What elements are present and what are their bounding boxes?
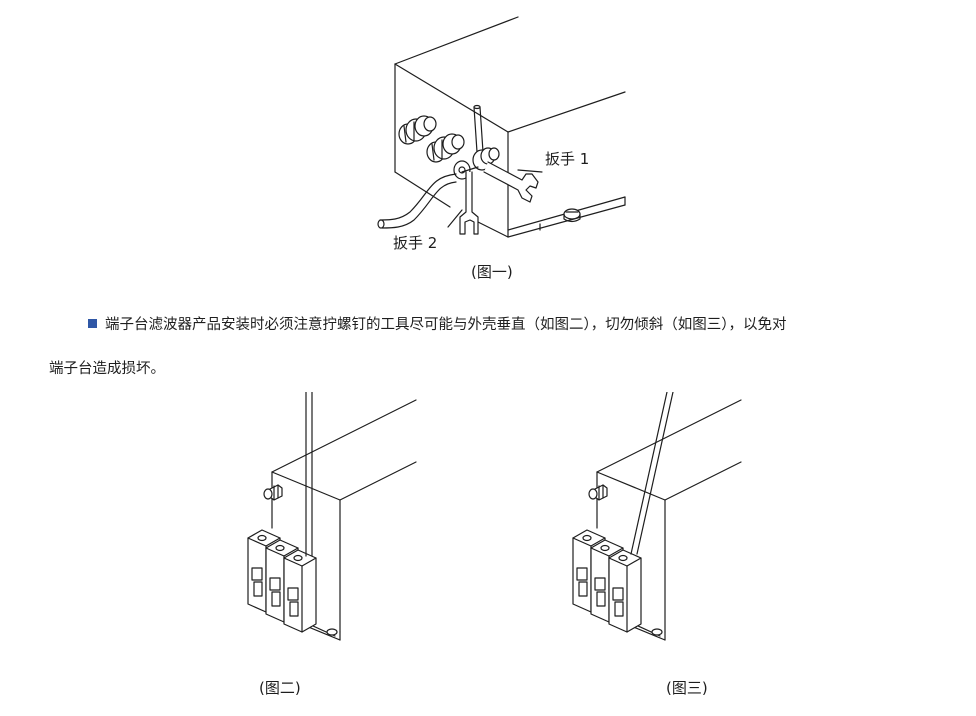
- wrench-2-label: 扳手 2: [393, 234, 438, 252]
- square-bullet-icon: [88, 319, 97, 328]
- figure-2-caption: (图二): [259, 679, 301, 697]
- filter-wrench-illustration: [370, 12, 640, 252]
- terminal-block-tilted-tool-illustration: [565, 392, 745, 644]
- figure-2: [240, 392, 420, 644]
- figure-1-caption: (图一): [471, 263, 513, 281]
- figure-3-caption: (图三): [666, 679, 708, 697]
- instruction-text-1: 端子台滤波器产品安装时必须注意拧螺钉的工具尽可能与外壳垂直（如图二），切勿倾斜（…: [105, 317, 787, 333]
- terminal-block-vertical-tool-illustration: [240, 392, 420, 644]
- figure-3: [565, 392, 745, 644]
- instruction-line-1: 端子台滤波器产品安装时必须注意拧螺钉的工具尽可能与外壳垂直（如图二），切勿倾斜（…: [88, 313, 976, 334]
- figure-1: 扳手 1 扳手 2: [370, 12, 640, 252]
- instruction-line-2: 端子台造成损坏。: [49, 361, 165, 377]
- wrench-1-label: 扳手 1: [545, 150, 590, 168]
